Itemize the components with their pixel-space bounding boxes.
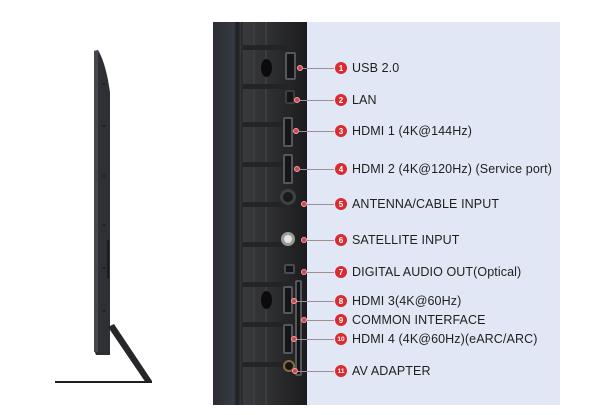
number-badge: 5	[335, 198, 347, 210]
leader-line	[307, 240, 334, 241]
leader-line	[297, 339, 334, 340]
port-marker-11	[292, 368, 298, 374]
hdmi2-port-icon	[283, 154, 293, 184]
hdmi1-port-icon	[283, 117, 293, 147]
antenna-port-icon	[280, 189, 296, 205]
port-label-text: COMMON INTERFACE	[352, 313, 486, 327]
port-label-satellite: 6 SATELLITE INPUT	[335, 232, 460, 248]
leader-line	[303, 68, 334, 69]
optical-port-icon	[284, 264, 295, 274]
port-label-text: HDMI 1 (4K@144Hz)	[352, 124, 472, 138]
tv-side-profile-image	[55, 50, 152, 383]
port-marker-2	[294, 97, 300, 103]
satellite-port-icon	[281, 232, 295, 246]
mount-hole-icon	[261, 291, 272, 309]
port-label-antenna: 5 ANTENNA/CABLE INPUT	[335, 196, 499, 212]
port-label-text: USB 2.0	[352, 61, 400, 75]
leader-line	[298, 371, 334, 372]
port-marker-4	[294, 166, 300, 172]
number-badge: 2	[335, 94, 347, 106]
port-label-text: LAN	[352, 93, 377, 107]
port-label-hdmi3: 8 HDMI 3(4K@60Hz)	[335, 293, 461, 309]
port-label-optical: 7 DIGITAL AUDIO OUT(Optical)	[335, 264, 521, 280]
port-label-hdmi2: 4 HDMI 2 (4K@120Hz) (Service port)	[335, 161, 552, 177]
lan-port-icon	[285, 90, 295, 104]
leader-line	[300, 169, 334, 170]
number-badge: 3	[335, 125, 347, 137]
port-label-text: HDMI 4 (4K@60Hz)(eARC/ARC)	[352, 332, 538, 346]
port-marker-6	[301, 237, 307, 243]
leader-line	[297, 301, 334, 302]
port-marker-8	[291, 298, 297, 304]
port-label-lan: 2 LAN	[335, 92, 377, 108]
number-badge: 6	[335, 234, 347, 246]
common-interface-slot-icon	[295, 280, 302, 376]
leader-line	[300, 100, 334, 101]
port-panel	[213, 22, 560, 405]
number-badge: 4	[335, 163, 347, 175]
port-marker-1	[297, 65, 303, 71]
leader-line	[307, 272, 334, 273]
port-label-text: HDMI 2 (4K@120Hz) (Service port)	[352, 162, 552, 176]
leader-line	[307, 320, 334, 321]
port-label-av-adapter: 11 AV ADAPTER	[335, 363, 431, 379]
number-badge: 8	[335, 295, 347, 307]
number-badge: 9	[335, 314, 347, 326]
number-badge: 1	[335, 62, 347, 74]
port-label-hdmi1: 3 HDMI 1 (4K@144Hz)	[335, 123, 472, 139]
port-label-hdmi4: 10 HDMI 4 (4K@60Hz)(eARC/ARC)	[335, 331, 537, 347]
port-marker-10	[291, 336, 297, 342]
number-badge: 7	[335, 266, 347, 278]
port-label-text: SATELLITE INPUT	[352, 233, 460, 247]
port-panel-back	[213, 22, 307, 405]
port-label-area	[307, 22, 560, 405]
port-label-text: ANTENNA/CABLE INPUT	[352, 197, 500, 211]
port-label-text: HDMI 3(4K@60Hz)	[352, 294, 462, 308]
port-marker-5	[301, 201, 307, 207]
number-badge: 11	[335, 365, 347, 377]
leader-line	[299, 131, 334, 132]
mount-hole-icon	[261, 59, 272, 77]
port-label-text: DIGITAL AUDIO OUT(Optical)	[352, 265, 522, 279]
port-marker-7	[301, 269, 307, 275]
usb-port-icon	[285, 52, 296, 80]
leader-line	[307, 204, 334, 205]
port-marker-3	[293, 128, 299, 134]
port-label-common-interface: 9 COMMON INTERFACE	[335, 312, 486, 328]
port-label-text: AV ADAPTER	[352, 364, 431, 378]
number-badge: 10	[335, 333, 347, 345]
port-marker-9	[301, 317, 307, 323]
port-label-usb: 1 USB 2.0	[335, 60, 399, 76]
